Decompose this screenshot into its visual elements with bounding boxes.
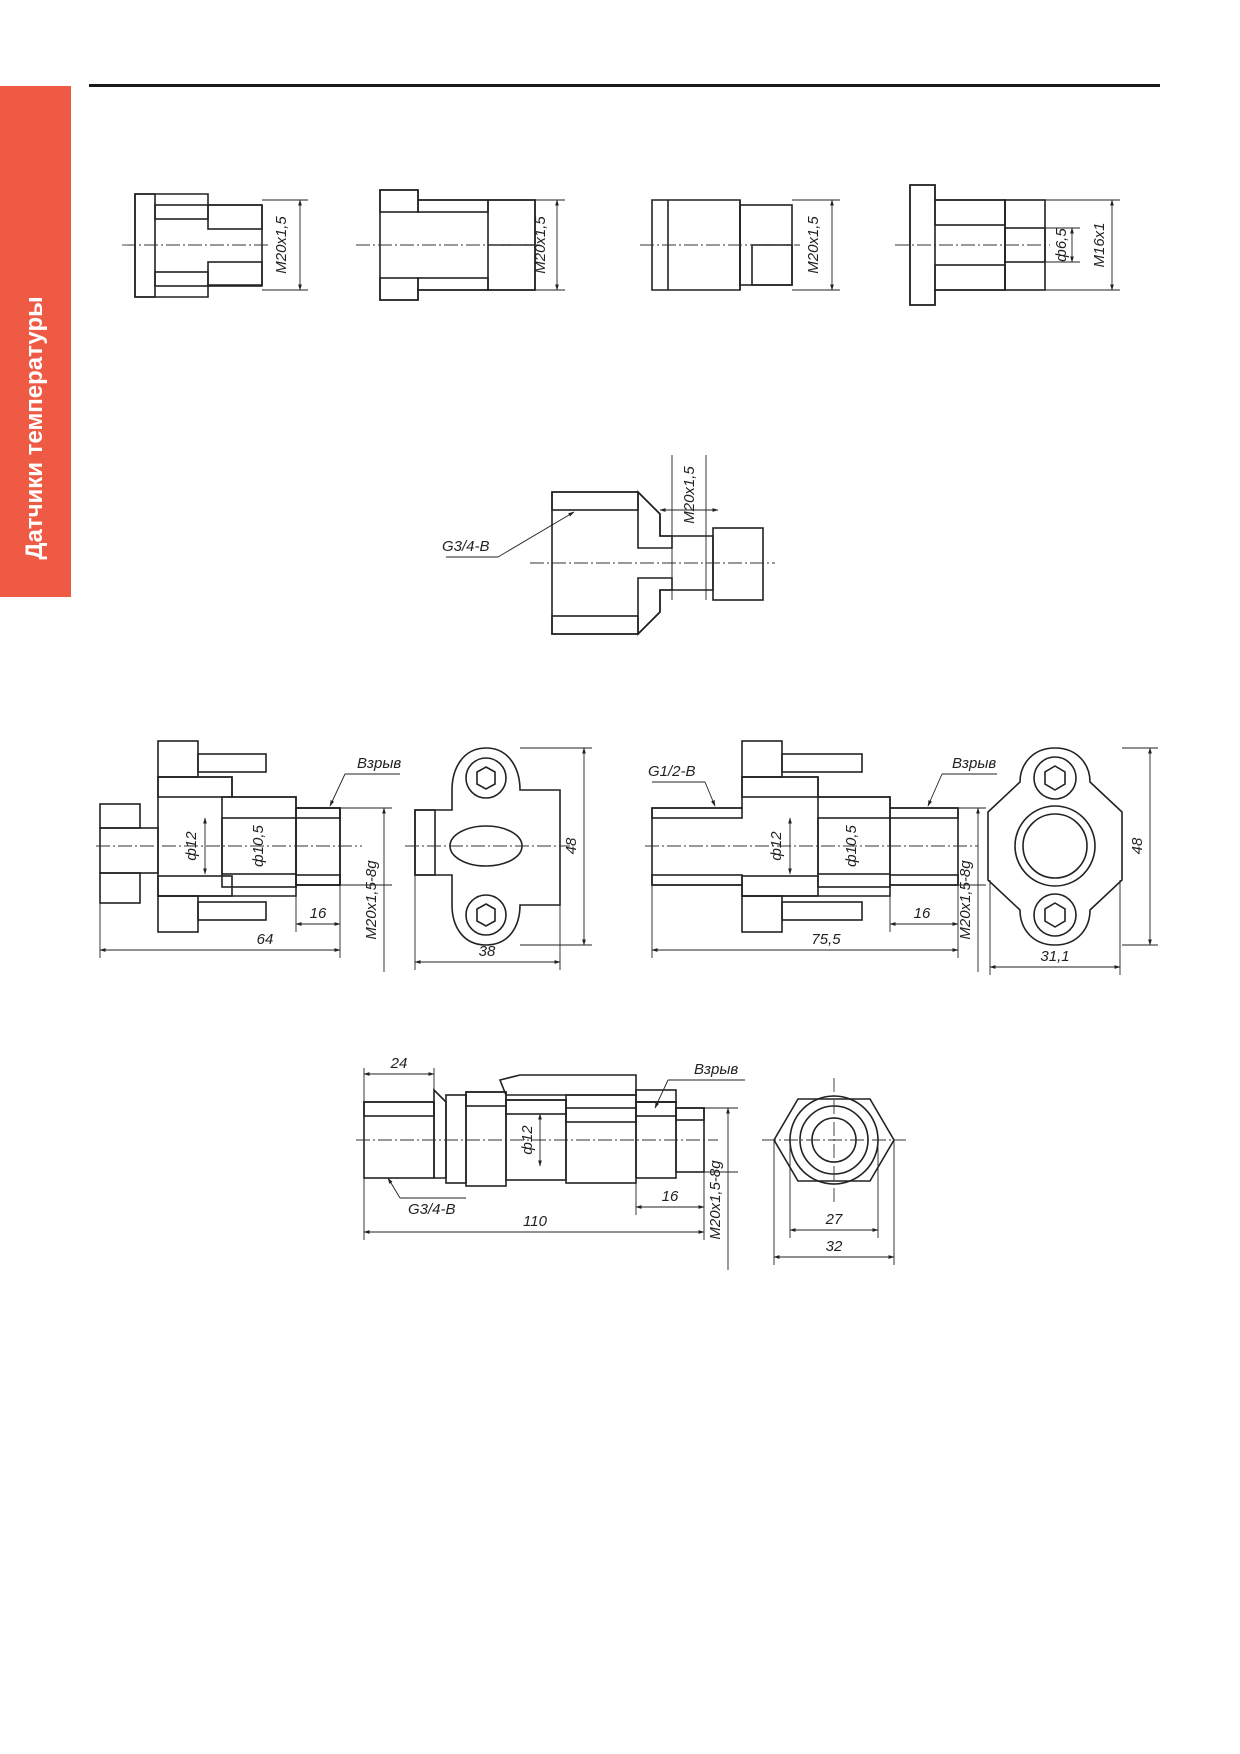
- fitting-4-thread: M16x1: [1091, 222, 1108, 267]
- gland-hex-view: 27 32: [762, 1078, 906, 1265]
- gland-blast: Взрыв: [694, 1061, 738, 1078]
- gland-hex-outer: 32: [826, 1238, 843, 1255]
- flange-1-thread: M20x1,5-8g: [363, 860, 380, 940]
- flange-2-side: 48 31,1: [987, 747, 1158, 975]
- gland-len-head: 24: [390, 1055, 408, 1072]
- section-tab: Датчики температуры: [0, 86, 71, 597]
- fitting-4: ф6,5 M16x1: [895, 184, 1120, 306]
- flange-1-len-thread: 16: [310, 905, 327, 922]
- flange-2-pipe-thread: G1/2-B: [648, 763, 696, 780]
- flange-2-blast: Взрыв: [952, 755, 996, 772]
- flange-1-section: Взрыв ф12 ф10,5 16 64 M20x1,5-8g: [96, 740, 401, 972]
- flange-1-blast: Взрыв: [357, 755, 401, 772]
- flange-2-section: G1/2-B Взрыв ф12 ф10,5 16 75,5 M20x1,5-8…: [645, 740, 997, 972]
- fitting-1-thread: M20x1,5: [273, 216, 290, 274]
- gland-len-total: 110: [523, 1213, 548, 1230]
- gland-hex-inner: 27: [825, 1211, 843, 1228]
- gland-len-thread: 16: [662, 1188, 679, 1205]
- flange-2-len-total: 75,5: [811, 931, 841, 948]
- fitting-2-thread: M20x1,5: [532, 216, 549, 274]
- adapter-out-thread: M20x1,5: [681, 466, 698, 524]
- flange-2-thread: M20x1,5-8g: [957, 860, 974, 940]
- gland-pipe-thread: G3/4-B: [408, 1201, 456, 1218]
- fitting-3: M20x1,5: [640, 199, 840, 291]
- flange-2-dia-b: ф10,5: [843, 824, 860, 866]
- flange-2-side-width: 31,1: [1040, 948, 1069, 965]
- fitting-3-thread: M20x1,5: [805, 216, 822, 274]
- fitting-1: M20x1,5: [122, 193, 308, 298]
- gland-dia: ф12: [519, 1125, 536, 1155]
- flange-2-len-thread: 16: [914, 905, 931, 922]
- adapter-pipe-thread: G3/4-B: [442, 538, 490, 555]
- flange-2-dia-a: ф12: [768, 831, 785, 861]
- flange-1-side-height: 48: [563, 837, 580, 854]
- flange-1-side: 48 38: [405, 747, 592, 970]
- flange-2-side-height: 48: [1129, 837, 1146, 854]
- gland-thread: M20x1,5-8g: [707, 1160, 724, 1240]
- gland-section: 24 Взрыв ф12 G3/4-B 16 110 M20x1,5-8g: [356, 1055, 745, 1270]
- header-rule: [89, 84, 1160, 87]
- flange-1-side-width: 38: [479, 943, 496, 960]
- flange-1-len-total: 64: [257, 931, 274, 948]
- flange-1-dia-a: ф12: [183, 831, 200, 861]
- adapter-fitting: G3/4-B M20x1,5: [442, 455, 775, 636]
- flange-1-dia-b: ф10,5: [250, 824, 267, 866]
- fitting-4-bore: ф6,5: [1053, 228, 1070, 262]
- fitting-2: M20x1,5: [356, 189, 565, 301]
